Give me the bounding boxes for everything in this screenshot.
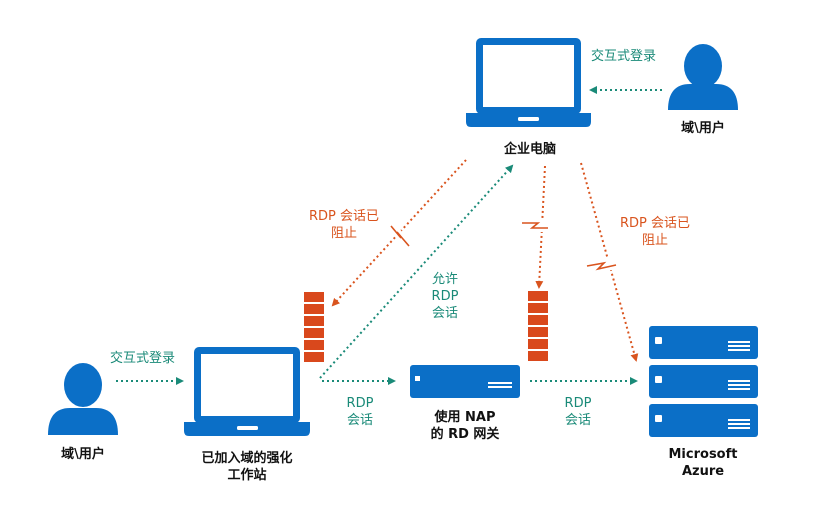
workstation-user-label: 域\用户 [61,447,105,462]
corp-user-icon [668,44,738,110]
azure-label-line2: Azure [681,464,725,479]
rdp-blocked-left-line2: 阻止 [330,226,357,241]
allow-rdp-line2: RDP [431,289,459,304]
azure-label-line1: Microsoft [668,447,738,462]
corp-pc-label: 企业电脑 [503,142,556,157]
gateway-label-line1: 使用 NAP [434,410,496,425]
workstation-laptop-icon [184,347,310,436]
rdp-blocked-left-line1: RDP 会话已 [308,209,379,224]
azure-servers-icon [649,326,758,437]
rd-gateway-server-icon [410,365,520,398]
gw-azure-rdp-line2: 会话 [564,413,591,428]
workstation-user-icon [48,363,118,435]
corp-laptop-icon [466,38,591,127]
gw-azure-rdp-line1: RDP [564,396,592,411]
lightning-left-icon [387,223,413,249]
lightning-center-icon [520,219,550,232]
rdp-blocked-right-line2: 阻止 [641,233,668,248]
corp-user-label: 域\用户 [681,121,725,136]
workstation-login-label: 交互式登录 [110,351,176,366]
rdp-blocked-right-line1: RDP 会话已 [619,216,690,231]
corp-login-label: 交互式登录 [591,49,657,64]
lightning-right-icon [585,256,617,276]
workstation-label-line2: 工作站 [227,468,267,483]
allow-rdp-line3: 会话 [431,306,458,321]
arrow-rdp-blocked-right [580,162,639,362]
ws-gw-rdp-line2: 会话 [346,413,373,428]
gateway-label-line2: 的 RD 网关 [430,427,500,442]
workstation-label-line1: 已加入域的强化 [201,451,293,466]
firewall-workstation-icon [304,292,324,362]
ws-gw-rdp-line1: RDP [346,396,374,411]
firewall-gateway-icon [528,291,548,361]
allow-rdp-line1: 允许 [431,272,458,287]
